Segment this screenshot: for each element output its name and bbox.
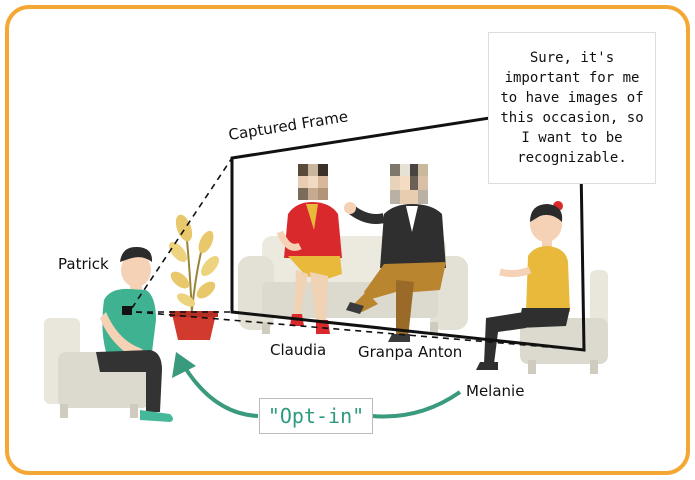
opt-in-arrow xyxy=(182,364,462,419)
captured-frame xyxy=(230,102,586,352)
opt-in-text: "Opt-in" xyxy=(267,404,365,428)
claudia-figure xyxy=(276,164,342,334)
camera-line-center xyxy=(135,311,585,351)
granpa-anton-label: Granpa Anton xyxy=(358,343,463,361)
camera-line-top xyxy=(131,157,233,309)
claudia-label: Claudia xyxy=(270,341,327,359)
melanie-armchair xyxy=(520,270,608,374)
speech-bubble-text: Sure, it's important for me to have imag… xyxy=(500,50,644,166)
opt-in-arrowhead xyxy=(172,352,196,378)
patrick-figure xyxy=(96,246,173,422)
opt-in-label: "Opt-in" xyxy=(259,398,373,434)
patrick-label: Patrick xyxy=(58,255,109,273)
speech-bubble: Sure, it's important for me to have imag… xyxy=(488,32,656,184)
potted-plant xyxy=(169,214,219,340)
melanie-figure xyxy=(476,201,570,370)
melanie-label: Melanie xyxy=(466,382,525,400)
granpa-anton-figure xyxy=(344,164,446,342)
